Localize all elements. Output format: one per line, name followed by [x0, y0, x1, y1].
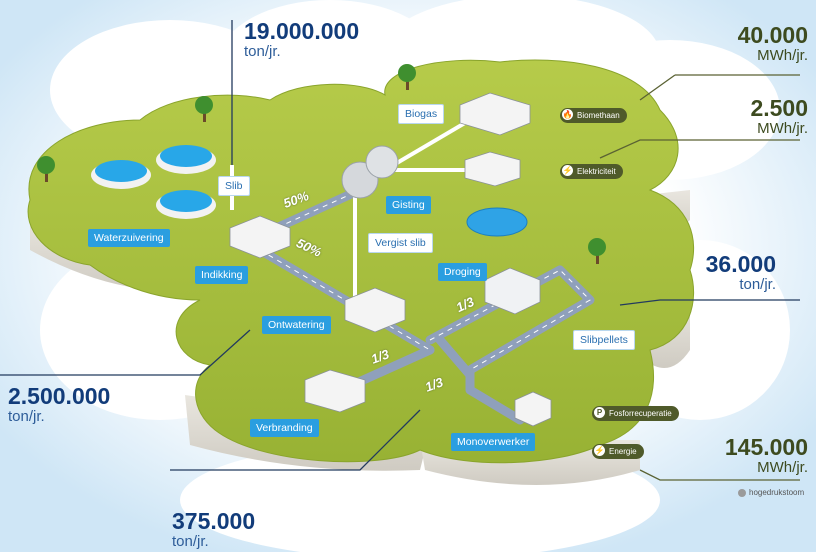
stat-value: 375.000 — [172, 508, 256, 534]
stat-value: 19.000.000 — [244, 18, 360, 44]
energie-icon: ⚡ — [594, 445, 605, 457]
stat-electricity: 2.500 MWh/jr. — [750, 95, 808, 137]
label-slibpellets: Slibpellets — [573, 330, 635, 350]
hogedrukstoom-text: hogedrukstoom — [749, 488, 805, 497]
label-biogas: Biogas — [398, 104, 445, 124]
stat-value: 145.000 — [724, 434, 808, 460]
digester-spheres — [341, 145, 399, 199]
output-label: Biomethaan — [577, 111, 620, 120]
stat-sludge-total: 19.000.000 ton/jr. — [244, 18, 360, 60]
stat-value: 2.500.000 — [8, 383, 111, 409]
pipes — [230, 118, 472, 300]
pond — [466, 207, 528, 237]
output-fosforrecuperatie: P Fosforrecuperatie — [592, 406, 679, 421]
label-indikking: Indikking — [195, 266, 249, 284]
stat-value: 2.500 — [750, 95, 808, 121]
fosfor-icon: P — [594, 407, 605, 419]
stat-connectors — [0, 20, 800, 481]
stat-unit: MWh/jr. — [757, 120, 808, 137]
buildings — [229, 92, 552, 427]
label-monoverwerker: Monoverwerker — [451, 433, 536, 451]
stat-energy: 145.000 MWh/jr. — [724, 434, 808, 476]
label-ontwatering: Ontwatering — [262, 316, 331, 334]
stat-value: 36.000 — [705, 251, 776, 277]
output-label: Energie — [609, 447, 637, 456]
stat-pellets: 36.000 ton/jr. — [705, 251, 776, 293]
stat-unit: ton/jr. — [244, 43, 281, 60]
clarifier-tanks — [91, 145, 216, 219]
label-droging: Droging — [438, 263, 487, 281]
stat-unit: ton/jr. — [172, 533, 209, 550]
label-slib: Slib — [218, 176, 250, 196]
stat-value: 40.000 — [737, 22, 808, 48]
output-label: Elektriciteit — [577, 167, 616, 176]
stat-dewatering: 2.500.000 ton/jr. — [8, 383, 111, 425]
stat-unit: ton/jr. — [739, 276, 776, 293]
stat-unit: MWh/jr. — [757, 459, 808, 476]
output-elektriciteit: ⚡ Elektriciteit — [560, 164, 623, 179]
stat-unit: ton/jr. — [8, 408, 45, 425]
trees — [37, 64, 606, 264]
stat-incineration: 375.000 ton/jr. — [172, 508, 256, 550]
stat-unit: MWh/jr. — [757, 47, 808, 64]
output-energie: ⚡ Energie — [592, 444, 644, 459]
label-gisting: Gisting — [386, 196, 431, 214]
label-verbranding: Verbranding — [250, 419, 319, 437]
hogedrukstoom-label: hogedrukstoom — [738, 488, 804, 497]
elektriciteit-icon: ⚡ — [562, 165, 573, 177]
label-vergist-slib: Vergist slib — [368, 233, 433, 253]
output-label: Fosforrecuperatie — [609, 409, 672, 418]
output-biomethaan: 🔥 Biomethaan — [560, 108, 627, 123]
label-waterzuivering: Waterzuivering — [88, 229, 170, 247]
stat-biomethane: 40.000 MWh/jr. — [737, 22, 808, 64]
steam-icon — [738, 488, 746, 497]
biomethaan-icon: 🔥 — [562, 109, 573, 121]
